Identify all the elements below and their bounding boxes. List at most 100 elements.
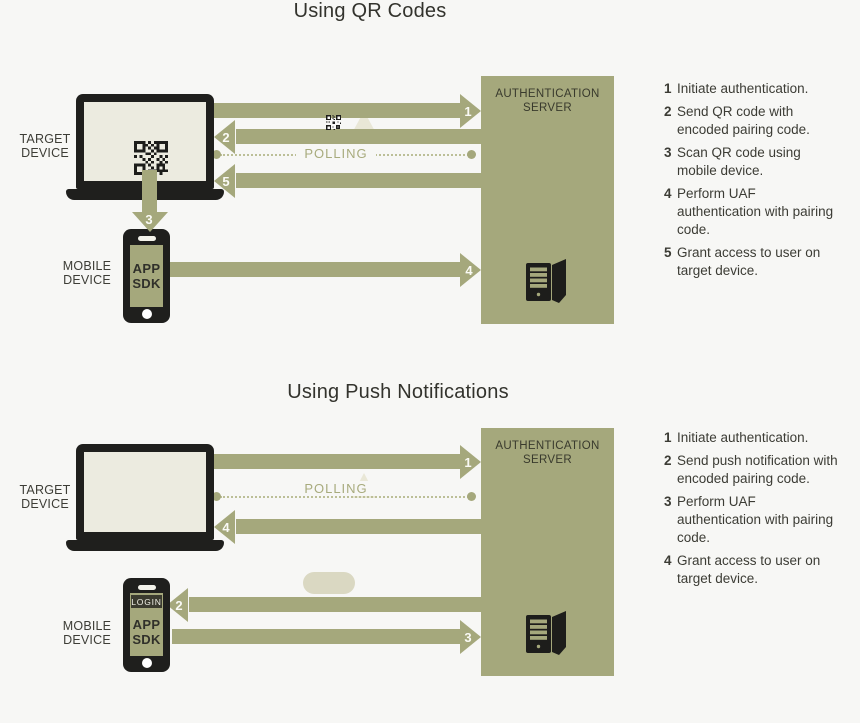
- qr-code-mini-icon: [326, 115, 341, 130]
- server-label-line2: SERVER: [523, 454, 572, 466]
- arrow-1-head-icon: [460, 445, 481, 479]
- arrow-5-number: 5: [222, 174, 230, 189]
- arrow-2-number: 2: [222, 130, 230, 145]
- login-bar: LOGIN: [131, 595, 162, 608]
- step-item: 5 Grant access to user on target device.: [664, 244, 854, 280]
- target-device-label: TARGET DEVICE: [14, 132, 76, 160]
- step-number: 4: [664, 186, 672, 201]
- arrow-1-head-icon: [460, 94, 481, 128]
- mobile-phone: LOGIN APP SDK: [123, 578, 170, 672]
- step-item: 3 Scan QR code using mobile device.: [664, 144, 854, 180]
- server-label-line1: AUTHENTICATION: [495, 440, 600, 452]
- arrow-3-body: [172, 629, 460, 644]
- notification-pill: [303, 572, 355, 594]
- step-item: 1 Initiate authentication.: [664, 429, 854, 447]
- target-device-label-line2: DEVICE: [21, 146, 69, 160]
- step-text: Grant access to user on target device.: [677, 553, 821, 586]
- arrow-1-number: 1: [464, 104, 472, 119]
- arrow-4-head-icon: [214, 510, 235, 544]
- app-sdk-line1: APP: [132, 617, 161, 632]
- target-device-label-line2: DEVICE: [21, 497, 69, 511]
- app-sdk-label: APP SDK: [130, 608, 163, 656]
- arrow-4-number: 4: [222, 520, 230, 535]
- target-device-label: TARGET DEVICE: [14, 483, 76, 511]
- server-label-line2: SERVER: [523, 102, 572, 114]
- step-number: 3: [664, 145, 672, 160]
- target-laptop-screen: [84, 452, 206, 532]
- arrow-3-body: [142, 170, 157, 216]
- server-label-line1: AUTHENTICATION: [495, 88, 600, 100]
- arrow-4-number: 4: [465, 263, 473, 278]
- target-laptop-base: [66, 540, 224, 551]
- app-sdk-line2: SDK: [132, 632, 161, 647]
- arrow-3-head-icon: [460, 620, 481, 654]
- qr-steps-list: 1 Initiate authentication. 2 Send QR cod…: [664, 80, 854, 285]
- mobile-device-label-line1: MOBILE: [62, 259, 112, 273]
- server-label: AUTHENTICATION SERVER: [481, 76, 614, 115]
- mobile-device-label: MOBILE DEVICE: [56, 619, 118, 647]
- step-item: 2 Send push notification with encoded pa…: [664, 452, 854, 488]
- step-text: Perform UAF authentication with pairing …: [677, 494, 834, 545]
- step-number: 2: [664, 104, 672, 119]
- qr-section-title: Using QR Codes: [293, 0, 447, 22]
- phone-screen: APP SDK: [130, 245, 163, 307]
- step-text: Send push notification with encoded pair…: [677, 453, 838, 486]
- step-item: 1 Initiate authentication.: [664, 80, 854, 98]
- arrow-3-number: 3: [464, 630, 472, 645]
- server-label: AUTHENTICATION SERVER: [481, 428, 614, 467]
- arrow-4-body: [169, 262, 460, 277]
- arrow-1-body: [214, 454, 460, 469]
- target-device-label-line1: TARGET: [19, 132, 71, 146]
- arrow-1-number: 1: [464, 455, 472, 470]
- polling-dot-left: [212, 492, 221, 501]
- polling-label: POLLING: [296, 481, 376, 496]
- step-item: 4 Grant access to user on target device.: [664, 552, 854, 588]
- phone-speaker-icon: [137, 236, 156, 241]
- arrow-4-head-icon: [460, 253, 481, 287]
- polling-dotted-line: [220, 496, 472, 498]
- server-tower-icon: [526, 259, 566, 303]
- arrow-2-number: 2: [175, 598, 183, 613]
- arrow-4-body: [236, 519, 481, 534]
- mobile-device-label: MOBILE DEVICE: [56, 259, 118, 287]
- polling-dot-right: [467, 492, 476, 501]
- step-item: 2 Send QR code with encoded pairing code…: [664, 103, 854, 139]
- step-text: Grant access to user on target device.: [677, 245, 821, 278]
- step-number: 3: [664, 494, 672, 509]
- mobile-device-label-line2: DEVICE: [63, 273, 111, 287]
- step-number: 4: [664, 553, 672, 568]
- step-text: Initiate authentication.: [677, 81, 809, 96]
- phone-screen: LOGIN APP SDK: [130, 593, 163, 656]
- mobile-phone: APP SDK: [123, 229, 170, 323]
- step-text: Send QR code with encoded pairing code.: [677, 104, 810, 137]
- mobile-device-label-line2: DEVICE: [63, 633, 111, 647]
- push-steps-list: 1 Initiate authentication. 2 Send push n…: [664, 429, 854, 593]
- arrow-5-body: [236, 173, 481, 188]
- arrow-2-body: [189, 597, 481, 612]
- step-text: Scan QR code using mobile device.: [677, 145, 801, 178]
- polling-label: POLLING: [296, 146, 376, 161]
- arrow-2-head-icon: [167, 588, 188, 622]
- server-tower-icon: [526, 611, 566, 655]
- step-text: Perform UAF authentication with pairing …: [677, 186, 834, 237]
- phone-home-button-icon: [141, 658, 152, 668]
- arrow-2-body: [236, 129, 481, 144]
- polling-dot-right: [467, 150, 476, 159]
- step-number: 2: [664, 453, 672, 468]
- app-sdk-line2: SDK: [132, 276, 161, 291]
- app-sdk-line1: APP: [132, 261, 161, 276]
- step-text: Initiate authentication.: [677, 430, 809, 445]
- polling-dot-left: [212, 150, 221, 159]
- step-number: 1: [664, 81, 672, 96]
- app-sdk-label: APP SDK: [130, 245, 163, 307]
- authentication-server-box: AUTHENTICATION SERVER: [481, 428, 614, 676]
- arrow-2-head-icon: [214, 120, 235, 154]
- push-section-title: Using Push Notifications: [287, 381, 509, 403]
- phone-home-button-icon: [141, 309, 152, 319]
- mobile-device-label-line1: MOBILE: [62, 619, 112, 633]
- step-item: 3 Perform UAF authentication with pairin…: [664, 493, 854, 547]
- phone-speaker-icon: [137, 585, 156, 590]
- step-item: 4 Perform UAF authentication with pairin…: [664, 185, 854, 239]
- authentication-server-box: AUTHENTICATION SERVER: [481, 76, 614, 324]
